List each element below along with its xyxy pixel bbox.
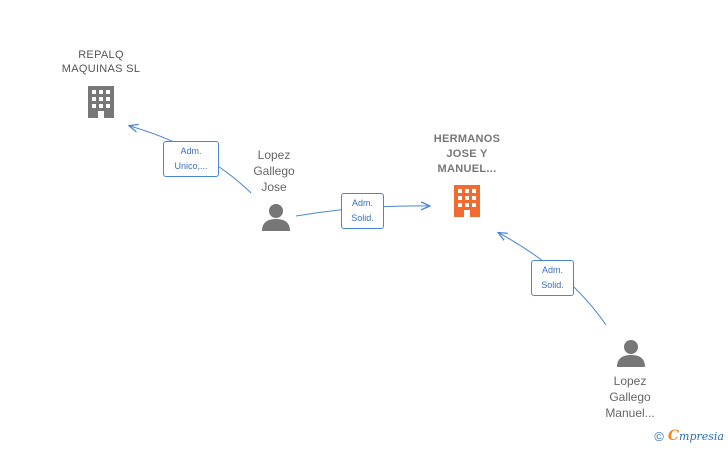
person-icon[interactable] bbox=[261, 202, 291, 237]
person-label-lopez-jose[interactable]: Lopez Gallego Jose bbox=[253, 148, 295, 194]
building-icon[interactable] bbox=[86, 84, 118, 125]
edge-label-adm-solid[interactable]: Adm. Solid. bbox=[341, 193, 384, 229]
building-icon[interactable] bbox=[451, 183, 485, 224]
edge-label-adm-unico[interactable]: Adm. Unico,... bbox=[163, 141, 219, 177]
edge-label-adm-solid[interactable]: Adm. Solid. bbox=[531, 260, 574, 296]
person-icon[interactable] bbox=[616, 338, 646, 373]
brand-name: Cmpresia bbox=[667, 428, 724, 444]
company-label-hermanos[interactable]: HERMANOS JOSE Y MANUEL... bbox=[433, 133, 501, 175]
person-label-lopez-manuel[interactable]: Lopez Gallego Manuel... bbox=[605, 374, 655, 420]
brand-logo: © Cmpresia bbox=[654, 428, 724, 444]
company-label-repalq[interactable]: REPALQ MAQUINAS SL bbox=[61, 49, 141, 75]
copyright-icon: © bbox=[654, 428, 664, 444]
